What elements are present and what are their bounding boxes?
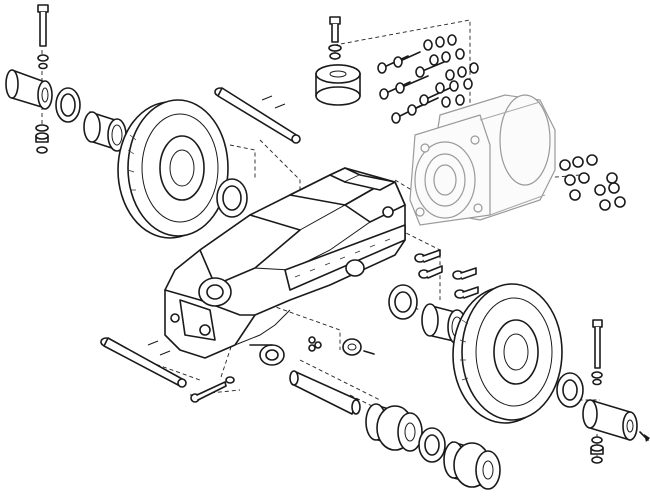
top-left-bushing (5, 69, 53, 110)
top-left-bearing (83, 111, 127, 152)
top-long-pin (214, 87, 301, 144)
frame-bolts-right (414, 249, 479, 299)
large-wheel-bottom (452, 283, 563, 424)
bottom-right-bolt (591, 319, 603, 386)
main-frame-body (164, 167, 406, 366)
motor-mounting-bolts (377, 51, 451, 124)
top-left-bolt (37, 4, 49, 70)
guide-roller-2 (443, 441, 501, 490)
top-left-nuts (35, 124, 49, 154)
wheel-side-washer (216, 178, 248, 218)
gear-motor-ghost (409, 94, 556, 226)
motor-mounting-nuts-top (423, 34, 479, 108)
guide-washer (418, 427, 446, 463)
small-fasteners-center (308, 336, 375, 356)
middle-washer (388, 284, 418, 320)
bottom-right-nuts (590, 436, 604, 464)
guide-roller-1 (365, 403, 423, 452)
rubber-buffer (315, 64, 361, 106)
bottom-right-bushing (582, 399, 650, 442)
motor-mounting-nuts-right (559, 154, 626, 211)
bottom-long-pin (100, 337, 187, 388)
top-left-washer (55, 87, 81, 123)
large-wheel-top (117, 99, 229, 239)
bottom-axle-pin (289, 370, 361, 415)
bottom-right-washer (556, 372, 584, 408)
bottom-left-bolt (190, 376, 235, 403)
top-center-bolt (328, 16, 342, 60)
